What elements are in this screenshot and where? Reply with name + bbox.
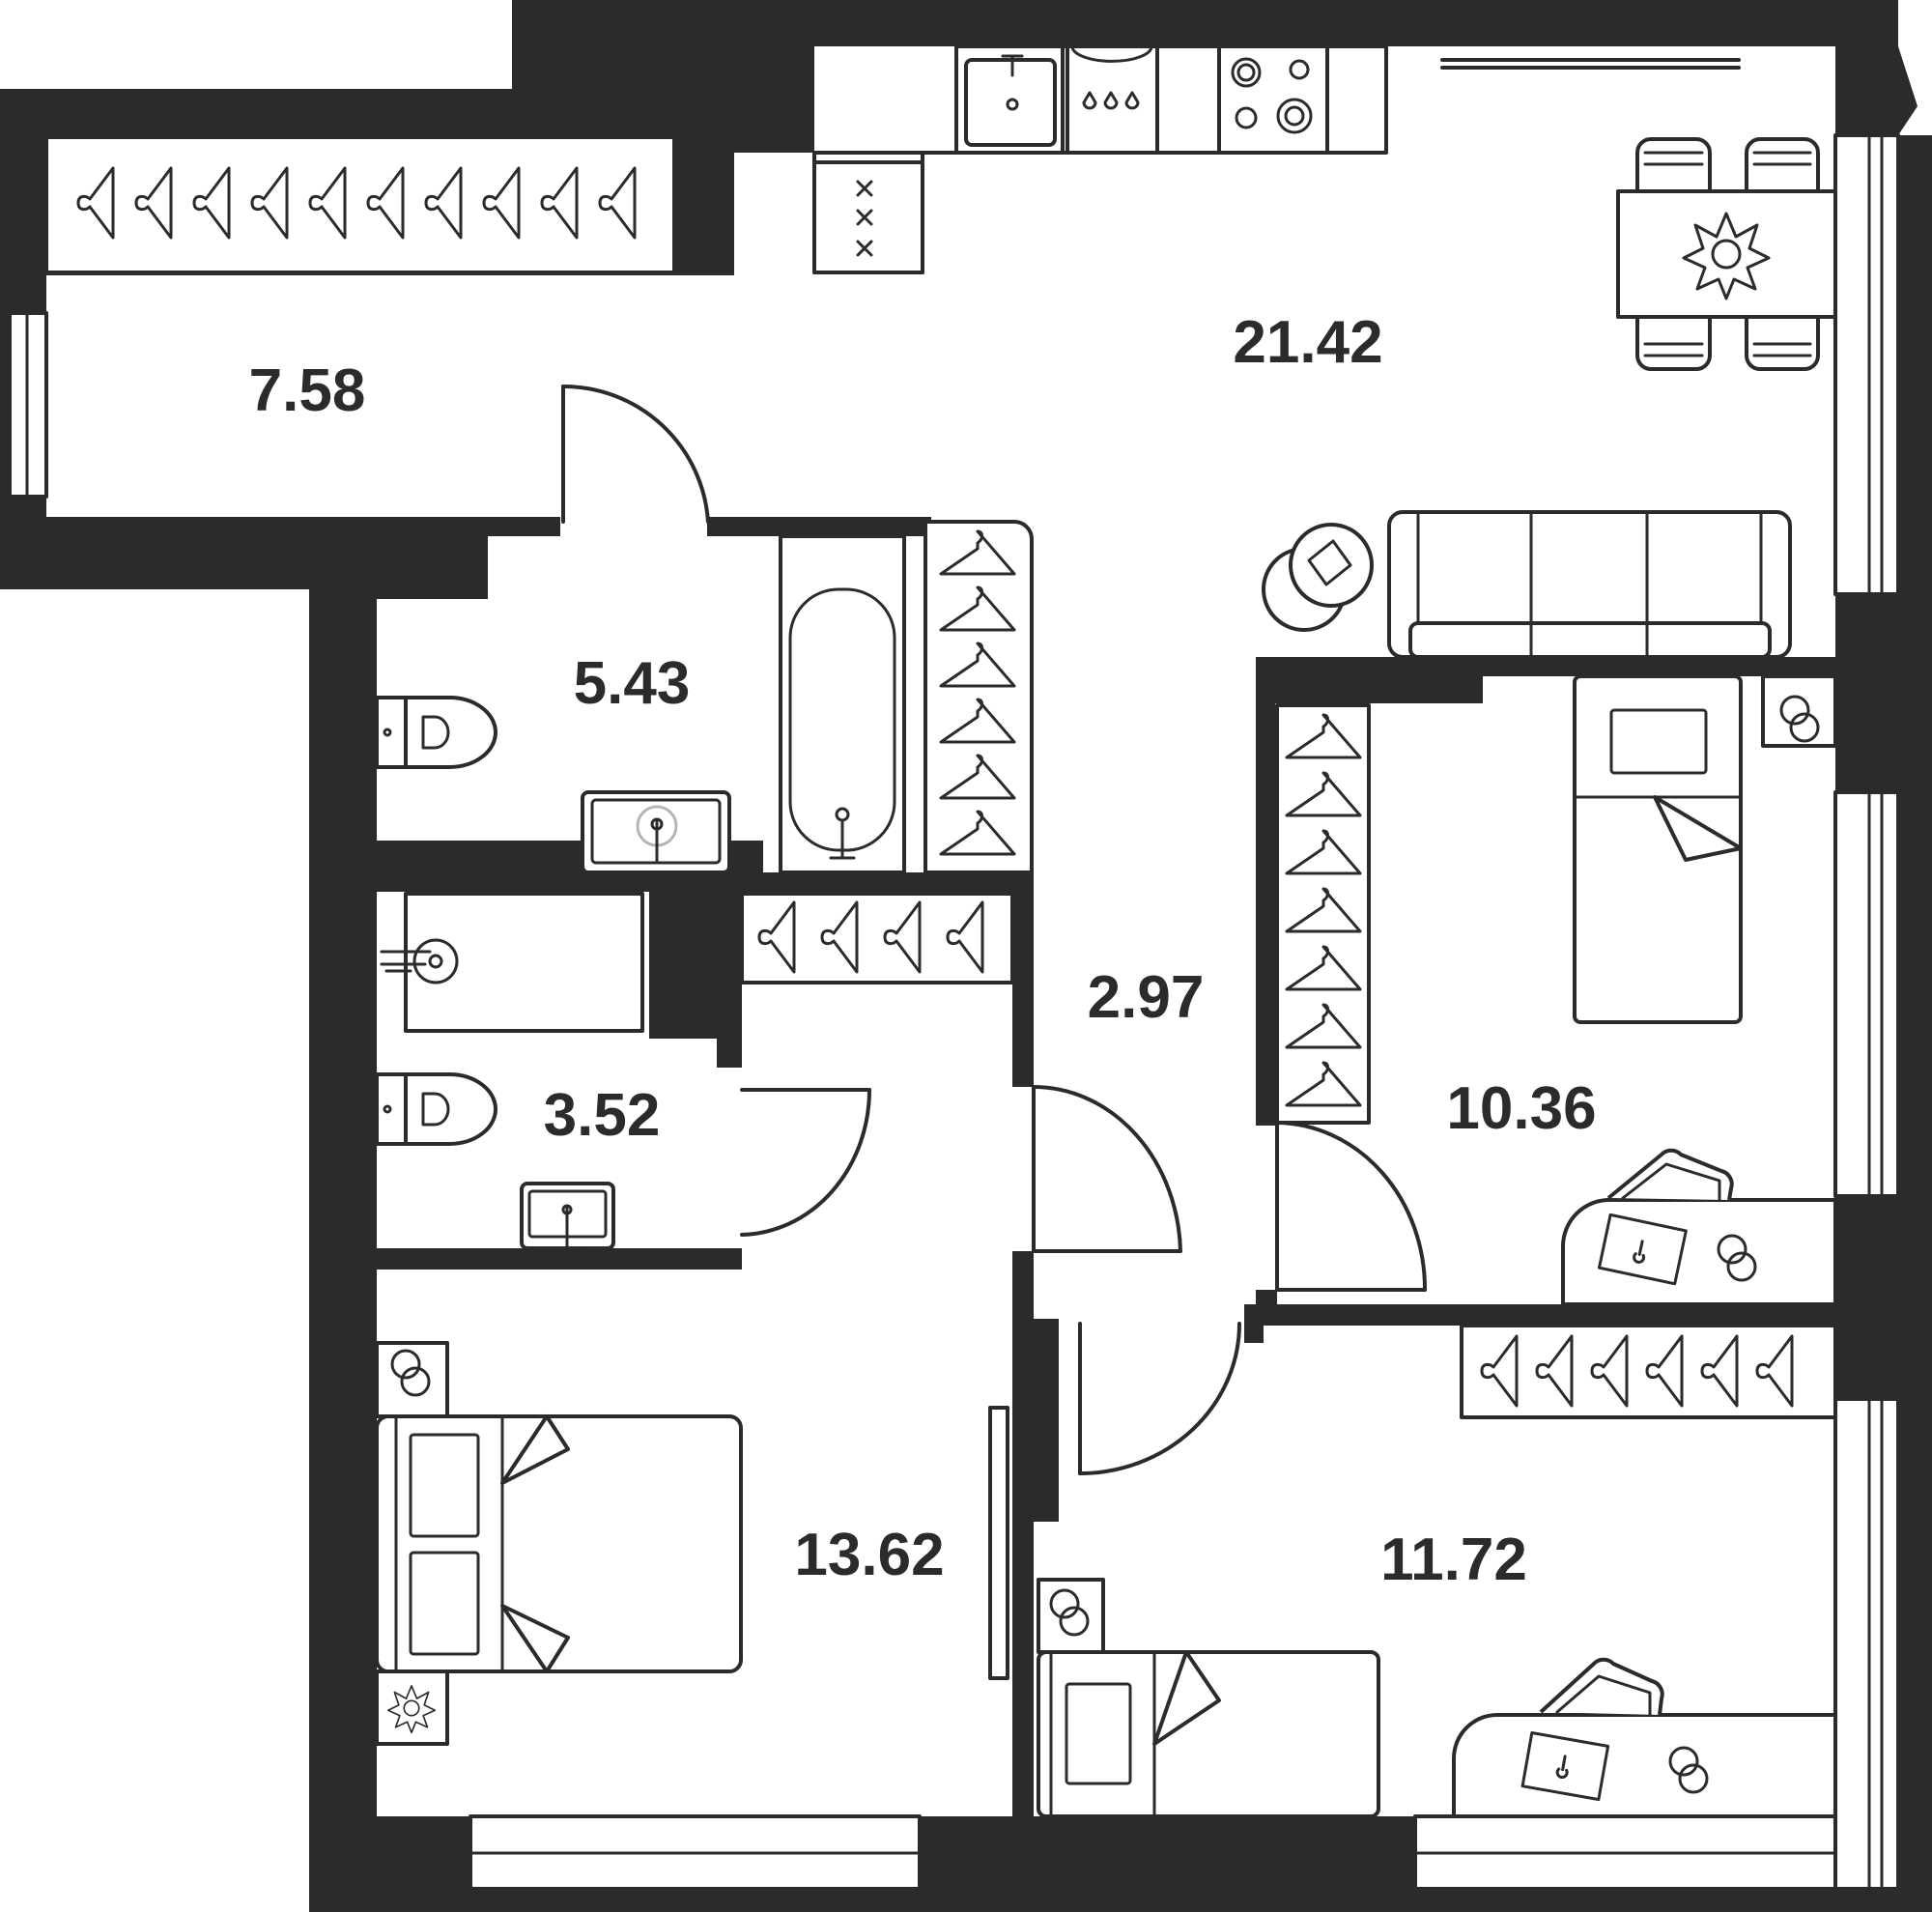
area-label-balcony: 7.58 [249,357,366,424]
bathroom-area [375,384,1034,874]
wardrobe-icon [1460,1324,1837,1419]
area-label-bedroom-bottom: 11.72 [1380,1527,1527,1593]
nightstand-icon [1037,1578,1105,1654]
sink-icon [954,44,1065,155]
toilet-icon [375,696,497,769]
fridge-icon [812,160,924,274]
area-label-master-bedroom: 13.62 [794,1522,944,1588]
wardrobe-icon [923,520,1034,874]
washbasin-icon [520,1182,615,1250]
bathtub-icon [779,534,906,874]
door-swing-icon [740,1088,871,1237]
laptop [1520,1731,1610,1802]
area-labels: 7.58 21.42 5.43 2.97 3.52 10.36 13.62 11… [249,309,1597,1593]
window-icon [1833,133,1900,596]
area-label-toilet: 3.52 [544,1082,661,1149]
office-chair-icon [1539,1657,1664,1717]
kitchen-area [812,44,1388,274]
window-icon [1833,790,1900,1198]
laptop [1597,1213,1688,1286]
washing-machine-icon [380,892,644,1033]
door-swing-icon [1032,1085,1241,1475]
bed-icon [1573,674,1743,1024]
dishwasher-icon [1065,44,1159,155]
windows [8,58,1900,1891]
area-label-kitchen-living: 21.42 [1233,309,1382,376]
window-icon [1833,1397,1900,1891]
nightstand-icon [375,1341,449,1746]
sofa-icon [1387,510,1792,659]
washbasin-icon [581,790,731,874]
nightstand-icon [1761,674,1837,748]
dining-area [1616,137,1837,371]
bedroom-bottom-area [1037,1324,1837,1818]
living-area [1262,510,1792,659]
master-bedroom-area [375,1341,1009,1746]
wardrobe [44,135,676,274]
interior-walls [377,517,1898,1816]
bed-icon [375,1414,743,1673]
toilet-room-area [375,892,871,1250]
lamp-icon [1262,523,1374,632]
door-swing-icon [561,384,710,524]
wardrobe-icon [1275,703,1371,1125]
chair-icon [1635,137,1820,371]
area-label-bathroom: 5.43 [574,650,691,717]
bed-icon [1037,1650,1380,1818]
stove-icon [1217,44,1329,155]
area-label-bedroom-right: 10.36 [1446,1075,1596,1142]
bedroom-right-area [1275,674,1837,1306]
desk-icon [1561,1198,1837,1306]
dining-table-icon [1616,189,1837,319]
desk-icon [1452,1713,1837,1818]
area-label-hall: 2.97 [1088,964,1205,1031]
door-swing-icon [1275,1121,1428,1292]
office-chair-icon [1606,1148,1734,1202]
sliding-door [988,1406,1009,1680]
hall-area [740,892,1241,1475]
balcony-area [44,135,676,274]
toilet-icon [375,1072,497,1146]
wardrobe-icon [740,892,1014,985]
